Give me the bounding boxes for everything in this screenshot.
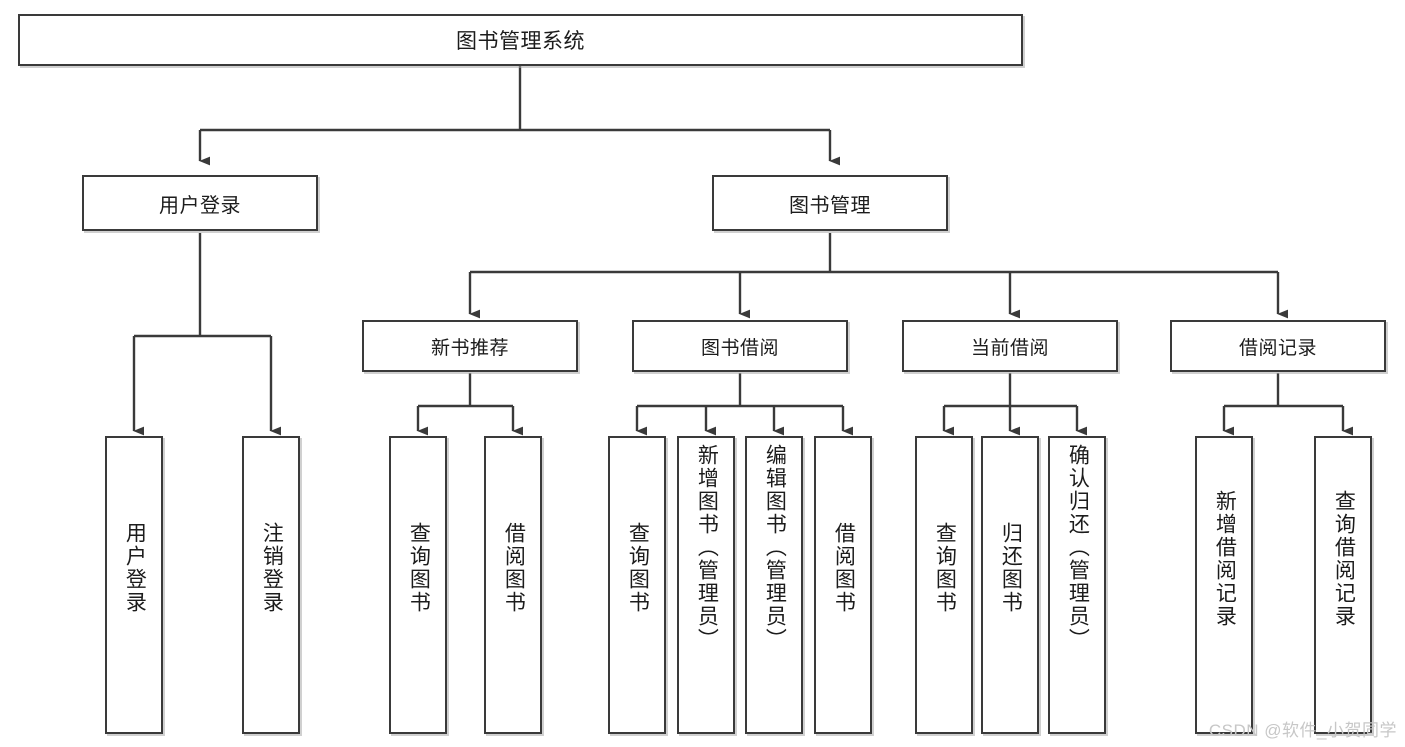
leaf-current-return-book[interactable]: 归还图书	[981, 436, 1039, 734]
node-current-borrow-label: 当前借阅	[970, 337, 1049, 359]
leaf-newbook-query-book[interactable]: 查询图书	[389, 436, 447, 734]
leaf-newbook-borrow-book[interactable]: 借阅图书	[484, 436, 542, 734]
leaf-current-confirm-return-admin-label: 确认归还（管理员）	[1066, 444, 1090, 651]
leaf-user-login-signin[interactable]: 用户登录	[105, 436, 163, 734]
leaf-newbook-query-book-label: 查询图书	[407, 522, 431, 614]
leaf-borrow-query-book-label: 查询图书	[626, 522, 650, 614]
node-borrow-record-label: 借阅记录	[1238, 337, 1317, 359]
leaf-record-query-record[interactable]: 查询借阅记录	[1314, 436, 1372, 734]
leaf-borrow-edit-book-admin-label: 编辑图书（管理员）	[763, 444, 787, 651]
leaf-user-login-signout-label: 注销登录	[260, 522, 284, 614]
leaf-borrow-query-book[interactable]: 查询图书	[608, 436, 666, 734]
leaf-record-add-record[interactable]: 新增借阅记录	[1195, 436, 1253, 734]
leaf-current-query-book[interactable]: 查询图书	[915, 436, 973, 734]
node-root-system[interactable]: 图书管理系统	[18, 14, 1023, 66]
node-user-login-label: 用户登录	[159, 194, 241, 217]
node-book-management[interactable]: 图书管理	[712, 175, 948, 231]
leaf-borrow-borrow-book-label: 借阅图书	[832, 522, 856, 614]
node-new-book-recommend[interactable]: 新书推荐	[362, 320, 578, 372]
node-current-borrow[interactable]: 当前借阅	[902, 320, 1118, 372]
node-book-borrow[interactable]: 图书借阅	[632, 320, 848, 372]
leaf-borrow-add-book-admin[interactable]: 新增图书（管理员）	[677, 436, 735, 734]
leaf-record-add-record-label: 新增借阅记录	[1213, 490, 1237, 628]
leaf-borrow-add-book-admin-label: 新增图书（管理员）	[695, 444, 719, 651]
leaf-record-query-record-label: 查询借阅记录	[1332, 490, 1356, 628]
node-new-book-recommend-label: 新书推荐	[430, 337, 509, 359]
node-book-borrow-label: 图书借阅	[700, 337, 779, 359]
node-borrow-record[interactable]: 借阅记录	[1170, 320, 1386, 372]
leaf-user-login-signin-label: 用户登录	[123, 522, 147, 614]
node-book-management-label: 图书管理	[789, 194, 871, 217]
leaf-borrow-borrow-book[interactable]: 借阅图书	[814, 436, 872, 734]
leaf-current-query-book-label: 查询图书	[933, 522, 957, 614]
csdn-watermark: CSDN @软件_小贺同学	[1208, 721, 1397, 740]
leaf-borrow-edit-book-admin[interactable]: 编辑图书（管理员）	[745, 436, 803, 734]
node-user-login[interactable]: 用户登录	[82, 175, 318, 231]
leaf-newbook-borrow-book-label: 借阅图书	[502, 522, 526, 614]
leaf-current-confirm-return-admin[interactable]: 确认归还（管理员）	[1048, 436, 1106, 734]
leaf-user-login-signout[interactable]: 注销登录	[242, 436, 300, 734]
leaf-current-return-book-label: 归还图书	[999, 522, 1023, 614]
node-root-system-label: 图书管理系统	[456, 30, 585, 53]
